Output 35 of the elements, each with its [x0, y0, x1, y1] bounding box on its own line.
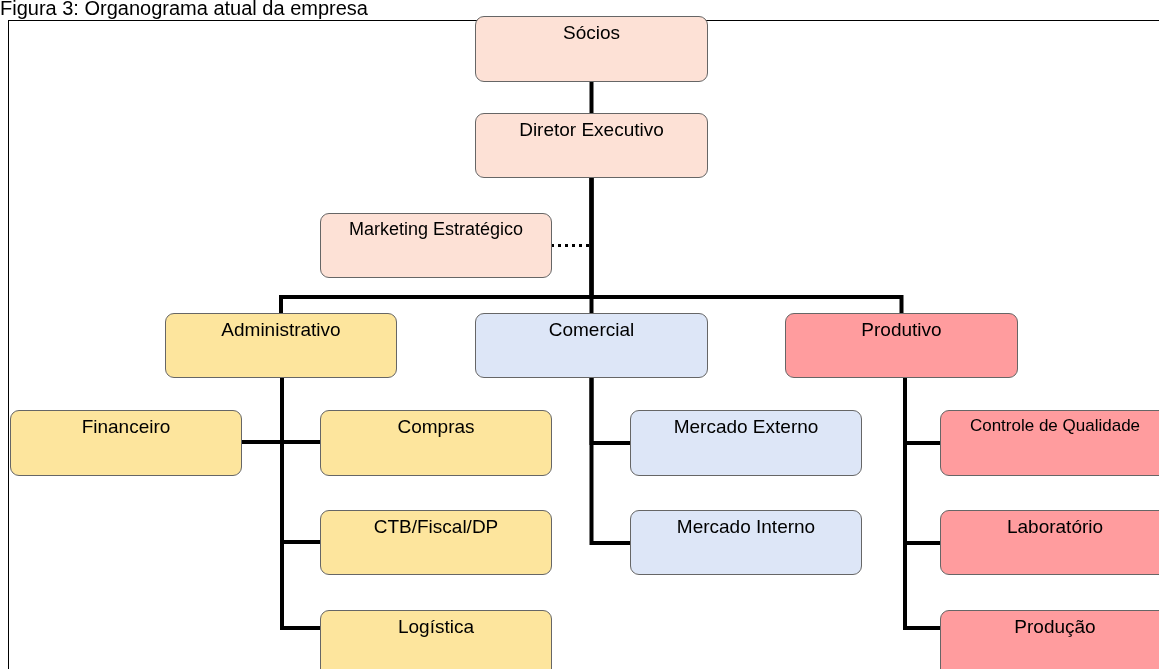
- figure-title: Figura 3: Organograma atual da empresa: [0, 0, 368, 20]
- box-label: Mercado Interno: [676, 515, 816, 539]
- box-label: Sócios: [563, 21, 620, 45]
- org-box: [940, 510, 1159, 575]
- box-label: Logística: [397, 615, 474, 639]
- connector-line: [589, 378, 630, 545]
- connector-line: [589, 82, 594, 113]
- box-label: Comercial: [548, 318, 635, 342]
- org-box: [475, 313, 708, 378]
- org-box: [630, 510, 862, 575]
- box-label: Compras: [397, 415, 475, 439]
- org-box: [165, 313, 397, 378]
- org-box: [320, 213, 552, 278]
- box-label: Diretor Executivo: [519, 118, 664, 142]
- org-box: [320, 610, 552, 669]
- box-label: Produção: [1014, 615, 1096, 639]
- org-box: [475, 16, 708, 82]
- org-box: [10, 410, 242, 476]
- box-label: Controle de Qualidade: [969, 415, 1141, 437]
- box-label: Marketing Estratégico: [348, 218, 524, 241]
- box-label: Financeiro: [81, 415, 171, 439]
- org-box: [940, 410, 1159, 476]
- connector-line: [589, 178, 904, 313]
- org-box: [320, 410, 552, 476]
- box-label: Produtivo: [861, 318, 942, 342]
- box-label: CTB/Fiscal/DP: [373, 515, 499, 539]
- box-label: Laboratório: [1006, 515, 1104, 539]
- box-label: Administrativo: [221, 318, 341, 342]
- org-box: [630, 410, 862, 476]
- org-box: [785, 313, 1018, 378]
- org-box: [320, 510, 552, 575]
- box-label: Mercado Externo: [673, 415, 819, 439]
- org-box: [940, 610, 1159, 669]
- connector-line: [280, 378, 320, 630]
- org-box: [475, 113, 708, 178]
